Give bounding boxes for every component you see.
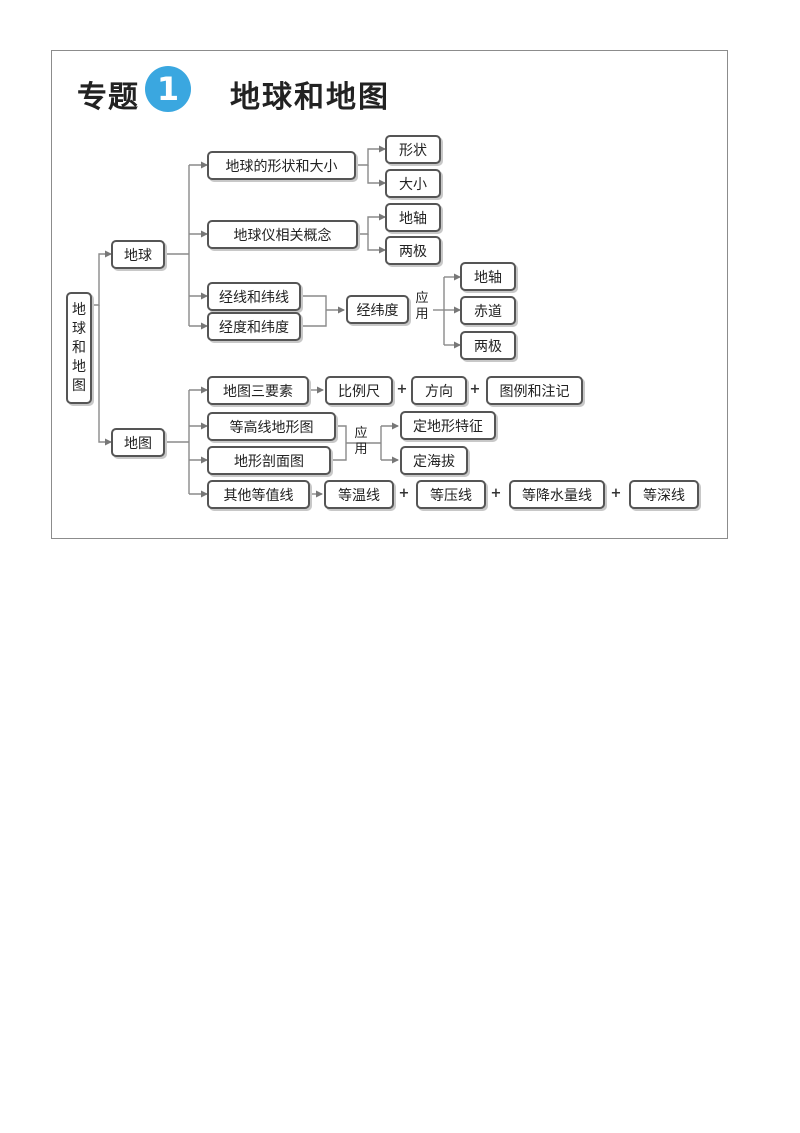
scale-node: 比例尺 xyxy=(325,376,393,405)
three-elements-node: 地图三要素 xyxy=(207,376,309,405)
root-char: 和 xyxy=(72,339,86,356)
profile-map-node: 地形剖面图 xyxy=(207,446,331,475)
plus-sign: + xyxy=(610,486,622,501)
isotherm-node: 等温线 xyxy=(324,480,394,509)
apply-char: 应 xyxy=(354,426,368,441)
root-char: 地 xyxy=(72,301,86,318)
globe-concepts-node: 地球仪相关概念 xyxy=(207,220,358,249)
plus-sign: + xyxy=(396,382,408,397)
diagram-frame xyxy=(51,50,728,539)
isohyet-node: 等降水量线 xyxy=(509,480,605,509)
app-axis-node: 地轴 xyxy=(460,262,516,291)
map-node: 地图 xyxy=(111,428,165,457)
apply-label-map: 应 用 xyxy=(353,426,369,458)
altitude-node: 定海拔 xyxy=(400,446,468,475)
axis-node: 地轴 xyxy=(385,203,441,232)
lat-long-node: 经纬度 xyxy=(346,295,409,324)
shape-size-node: 地球的形状和大小 xyxy=(207,151,356,180)
terrain-features-node: 定地形特征 xyxy=(400,411,496,440)
apply-label-earth: 应 用 xyxy=(414,291,430,323)
apply-char: 用 xyxy=(415,307,429,322)
earth-node: 地球 xyxy=(111,240,165,269)
apply-char: 应 xyxy=(415,291,429,306)
plus-sign: + xyxy=(469,382,481,397)
root-node-earth-and-map: 地 球 和 地 图 xyxy=(66,292,92,404)
plus-sign: + xyxy=(398,486,410,501)
contour-map-node: 等高线地形图 xyxy=(207,412,336,441)
plus-sign: + xyxy=(490,486,502,501)
page-title: 地球和地图 xyxy=(230,80,390,115)
title-prefix: 专题 xyxy=(77,80,139,115)
direction-node: 方向 xyxy=(411,376,467,405)
isobar-node: 等压线 xyxy=(416,480,486,509)
root-char: 图 xyxy=(72,377,86,394)
poles-node: 两极 xyxy=(385,236,441,265)
other-isolines-node: 其他等值线 xyxy=(207,480,310,509)
root-char: 球 xyxy=(72,320,86,337)
root-char: 地 xyxy=(72,358,86,375)
app-poles-node: 两极 xyxy=(460,331,516,360)
meridians-parallels-node: 经线和纬线 xyxy=(207,282,301,311)
legend-notes-node: 图例和注记 xyxy=(486,376,583,405)
equator-node: 赤道 xyxy=(460,296,516,325)
apply-char: 用 xyxy=(354,442,368,457)
isobath-node: 等深线 xyxy=(629,480,699,509)
title-number-badge: 1 xyxy=(145,66,191,112)
size-node: 大小 xyxy=(385,169,441,198)
shape-node: 形状 xyxy=(385,135,441,164)
longitude-latitude-node: 经度和纬度 xyxy=(207,312,301,341)
